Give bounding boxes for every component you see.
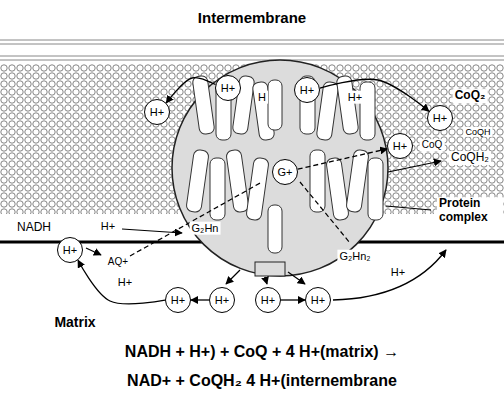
ion-circle: H+ bbox=[294, 77, 320, 103]
ion-label: H+ bbox=[389, 266, 407, 279]
ion-circle: H+ bbox=[387, 133, 413, 159]
helix-cylinder bbox=[336, 75, 359, 135]
region-label: Intermembrane bbox=[196, 9, 308, 26]
site-label: G₂Hn bbox=[190, 222, 221, 235]
ion-circle: H+ bbox=[57, 237, 83, 263]
helix-cylinder bbox=[326, 157, 349, 220]
helix-cylinder bbox=[226, 149, 249, 212]
ion-label: H+ bbox=[311, 295, 325, 306]
ion-label: H+ bbox=[150, 107, 164, 118]
flow-arrow bbox=[288, 272, 305, 284]
site-label: G₂Hn₂ bbox=[337, 250, 372, 263]
proton-transfer-arrow bbox=[298, 149, 388, 169]
proton-transfer-arrow bbox=[320, 79, 429, 111]
equation-text: NADH + H+) + CoQ + 4 H+(matrix) → bbox=[123, 343, 401, 361]
helix-cylinder bbox=[186, 149, 209, 212]
molecule-label: CoQH₂ bbox=[449, 151, 491, 165]
ion-label: H+ bbox=[346, 91, 364, 104]
helix-cylinder bbox=[368, 158, 383, 220]
ion-label: H+ bbox=[221, 83, 235, 94]
helix-cylinder bbox=[346, 149, 369, 212]
flow-arrow bbox=[226, 270, 240, 284]
ion-label: H+ bbox=[116, 276, 134, 289]
part-label: Protein complex bbox=[437, 197, 503, 225]
proton-transfer-arrow bbox=[166, 78, 215, 103]
ion-label: H bbox=[256, 91, 268, 104]
ion-circle: H+ bbox=[215, 75, 241, 101]
ion-circle: G+ bbox=[272, 159, 298, 185]
electron-path-line bbox=[130, 182, 262, 256]
molecule-label: CoQ₂ bbox=[453, 89, 488, 103]
electron-path-line bbox=[300, 182, 350, 243]
ion-circle: H+ bbox=[209, 287, 235, 313]
helix-cylinder bbox=[268, 205, 282, 253]
proton-flow-arrow bbox=[333, 250, 446, 300]
ion-label: H+ bbox=[171, 295, 185, 306]
leader-line bbox=[386, 206, 431, 210]
protein-base bbox=[255, 262, 285, 276]
equation-text: NAD+ + CoQH₂ 4 H+(internembrane bbox=[125, 372, 399, 390]
flow-arrow bbox=[265, 277, 267, 284]
molecule-label: CoQH bbox=[463, 127, 492, 137]
molecule-label: CoQ bbox=[420, 139, 445, 151]
helix-cylinder bbox=[268, 80, 282, 130]
ion-circle: H+ bbox=[305, 287, 331, 313]
helix-cylinder bbox=[300, 76, 315, 134]
flow-arrow bbox=[122, 229, 182, 233]
ion-circle: H+ bbox=[255, 287, 281, 313]
ion-circle: H+ bbox=[427, 105, 453, 131]
flow-arrow bbox=[388, 161, 441, 172]
helix-cylinder bbox=[210, 158, 225, 220]
membrane-edge-line bbox=[0, 56, 504, 57]
cofactor-label: AQ+ bbox=[106, 256, 130, 268]
proton-transfer-arrow bbox=[281, 299, 305, 300]
flow-arrow bbox=[86, 248, 101, 255]
proton-transfer-arrow bbox=[191, 299, 209, 300]
ion-label: H+ bbox=[393, 141, 407, 152]
ion-label: H+ bbox=[261, 295, 275, 306]
molecule-label: NADH bbox=[15, 221, 53, 235]
region-label: Matrix bbox=[52, 314, 97, 330]
ion-label: H+ bbox=[300, 85, 314, 96]
ion-circle: H+ bbox=[165, 287, 191, 313]
membrane-edge-line bbox=[0, 40, 504, 41]
ion-label: G+ bbox=[278, 167, 293, 178]
ion-label: H+ bbox=[215, 295, 229, 306]
membrane-edge-line bbox=[0, 44, 504, 45]
ion-label: H+ bbox=[99, 220, 117, 233]
ion-circle: H+ bbox=[144, 99, 170, 125]
membrane-edge-line bbox=[0, 60, 504, 61]
ion-label: H+ bbox=[63, 245, 77, 256]
ion-label: H+ bbox=[433, 113, 447, 124]
helix-cylinder bbox=[192, 75, 215, 135]
protein-complex-body bbox=[172, 60, 388, 276]
